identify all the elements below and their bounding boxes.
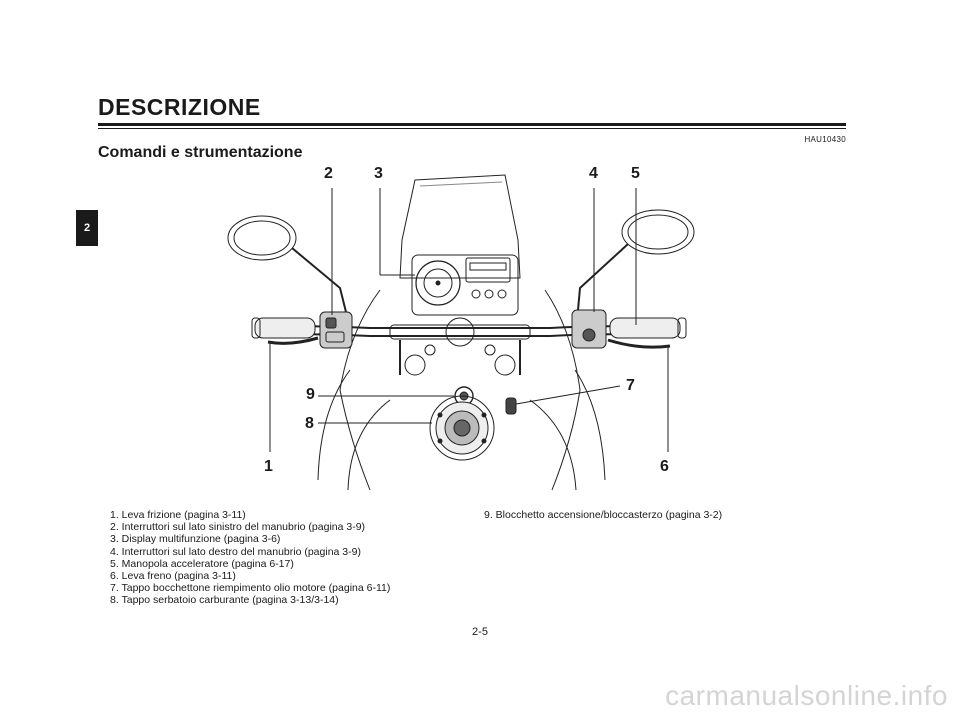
document-code: HAU10430 (804, 135, 846, 144)
callout-8: 8 (305, 415, 314, 432)
callout-5: 5 (631, 165, 640, 182)
legend-item: 1. Leva frizione (pagina 3-11) (110, 509, 246, 521)
callout-1: 1 (264, 458, 273, 475)
section-subtitle: Comandi e strumentazione (98, 144, 303, 161)
header-rule-thick (98, 123, 846, 126)
legend-item: 4. Interruttori sul lato destro del manu… (110, 545, 361, 558)
callout-3: 3 (374, 165, 383, 182)
callout-4: 4 (589, 165, 598, 182)
callout-2: 2 (324, 165, 333, 182)
legend-item: 2. Interruttori sul lato sinistro del ma… (110, 521, 366, 534)
section-title: DESCRIZIONE (98, 94, 261, 120)
watermark: carmanualsonline.info (665, 680, 948, 711)
motorcycle-controls-illustration (227, 174, 695, 491)
legend-item: 5. Manopola acceleratore (pagina 6-17) (110, 557, 294, 570)
legend-list-right: 9. Blocchetto accensione/bloccasterzo (p… (484, 509, 844, 521)
legend-item: 6. Leva freno (pagina 3-11) (110, 570, 236, 583)
page-number: 2-5 (472, 626, 488, 638)
legend-item: 3. Display multifunzione (pagina 3-6) (110, 533, 281, 546)
callout-9: 9 (306, 386, 315, 403)
callout-6: 6 (660, 458, 669, 475)
callout-7: 7 (626, 377, 635, 394)
legend-item: 9. Blocchetto accensione/bloccasterzo (p… (484, 509, 723, 521)
legend-list-left: 1. Leva frizione (pagina 3-11) 2. Interr… (110, 509, 470, 607)
header-rule-thin (98, 128, 846, 129)
legend-item: 7. Tappo bocchettone riempimento olio mo… (110, 582, 391, 595)
chapter-tab: 2 (76, 210, 98, 246)
legend-item: 8. Tappo serbatoio carburante (pagina 3-… (110, 594, 339, 607)
